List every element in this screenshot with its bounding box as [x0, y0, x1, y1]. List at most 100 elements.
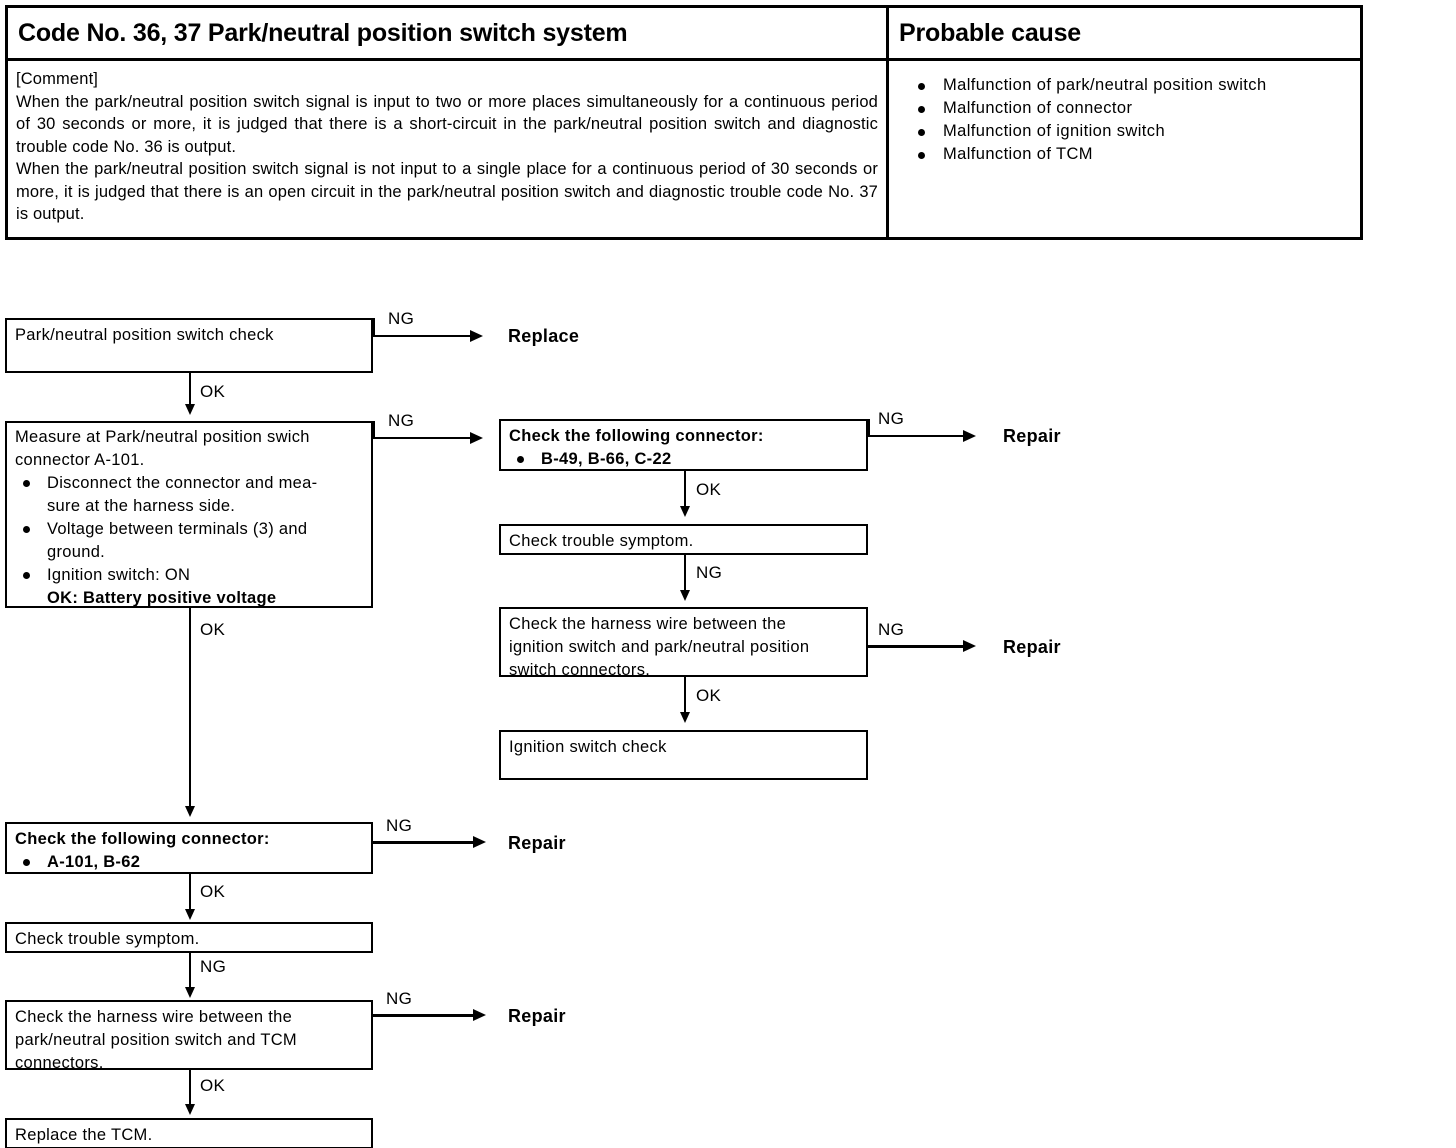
terminal-replace: Replace: [508, 326, 580, 346]
measure-line-1: Measure at Park/neutral position swich: [15, 428, 310, 446]
measure-line-2: connector A-101.: [15, 451, 145, 469]
flow-box-label: Check trouble symptom.: [15, 930, 200, 948]
edge-label-ok-4: OK: [200, 620, 226, 639]
list-item: Ignition switch: ON OK: Battery positive…: [15, 564, 365, 610]
connector-check-left-list: A-101, B-62: [15, 851, 365, 874]
edge-ng-2-line: [373, 437, 471, 439]
harness-right-line-2: ignition switch and park/neutral positio…: [509, 638, 810, 656]
terminal-repair-3: Repair: [508, 833, 566, 853]
flow-box-label: Check trouble symptom.: [509, 532, 694, 550]
edge-ng-2-stub: [373, 421, 375, 439]
edge-ok-6-line: [189, 1070, 191, 1110]
terminal-repair-1: Repair: [1003, 426, 1061, 446]
list-item: B-49, B-66, C-22: [509, 448, 860, 471]
measure-bullet-2a: Voltage between terminals (3) and: [47, 520, 308, 538]
flow-box-connector-check-left: Check the following connector: A-101, B-…: [5, 822, 373, 874]
edge-label-ng-3: NG: [878, 409, 905, 428]
flow-box-park-neutral-switch-check: Park/neutral position switch check: [5, 318, 373, 373]
probable-cause-cell: Malfunction of park/neutral position swi…: [889, 61, 1363, 237]
edge-ng-6-line: [373, 841, 478, 844]
comment-cell: [Comment] When the park/neutral position…: [8, 61, 886, 237]
edge-ok-5-arrowhead: [185, 909, 195, 920]
measure-bullet-3: Ignition switch: ON: [47, 566, 191, 584]
terminal-repair-2: Repair: [1003, 637, 1061, 657]
flow-box-label: Park/neutral position switch check: [15, 326, 274, 344]
edge-ng-5-arrowhead: [963, 640, 976, 652]
edge-ng-1-line: [373, 335, 471, 337]
edge-label-ok-5: OK: [200, 882, 226, 901]
edge-ng-3-arrowhead: [963, 430, 976, 442]
edge-label-ok-6: OK: [200, 1076, 226, 1095]
edge-ok-1-arrowhead: [185, 404, 195, 415]
edge-ng-7-arrowhead: [185, 987, 195, 998]
edge-label-ok-2: OK: [696, 480, 722, 499]
edge-ng-8-line: [373, 1014, 478, 1017]
edge-label-ng-5: NG: [878, 620, 905, 639]
edge-label-ng-8: NG: [386, 989, 413, 1008]
diagnostic-info-table: Code No. 36, 37 Park/neutral position sw…: [5, 5, 1363, 240]
measure-bullet-list: Disconnect the connector and mea- sure a…: [15, 472, 365, 610]
edge-label-ok-3: OK: [696, 686, 722, 705]
edge-ng-6-arrowhead: [473, 836, 486, 848]
table-column-divider: [886, 8, 889, 237]
flow-box-trouble-symptom-right: Check trouble symptom.: [499, 524, 868, 555]
edge-label-ng-4: NG: [696, 563, 723, 582]
flow-box-label: Replace the TCM.: [15, 1126, 153, 1144]
measure-bullet-1a: Disconnect the connector and mea-: [47, 474, 318, 492]
harness-left-line-1: Check the harness wire between the: [15, 1008, 293, 1026]
harness-right-line-1: Check the harness wire between the: [509, 615, 787, 633]
terminal-repair-4: Repair: [508, 1006, 566, 1026]
edge-label-ng-6: NG: [386, 816, 413, 835]
edge-ng-3-stub: [868, 419, 870, 437]
comment-label: [Comment]: [16, 70, 99, 88]
list-item: A-101, B-62: [15, 851, 365, 874]
connector-check-right-list: B-49, B-66, C-22: [509, 448, 860, 471]
measure-ok-line: OK: Battery positive voltage: [47, 589, 277, 607]
edge-ok-4-line: [189, 608, 191, 811]
table-header-code-title: Code No. 36, 37 Park/neutral position sw…: [18, 18, 628, 47]
edge-ng-7-line: [189, 953, 191, 992]
edge-label-ng-2: NG: [388, 411, 415, 430]
edge-ok-5-line: [189, 874, 191, 914]
list-item: Malfunction of TCM: [905, 143, 1355, 166]
edge-ng-4-arrowhead: [680, 590, 690, 601]
edge-ng-5-line: [868, 645, 968, 648]
list-item: Voltage between terminals (3) and ground…: [15, 518, 365, 564]
edge-ok-3-arrowhead: [680, 712, 690, 723]
list-item: Malfunction of connector: [905, 97, 1355, 120]
list-item: Malfunction of park/neutral position swi…: [905, 74, 1355, 97]
comment-paragraph-2: When the park/neutral position switch si…: [16, 160, 878, 223]
measure-bullet-1b: sure at the harness side.: [47, 497, 236, 515]
harness-right-line-3: switch connectors.: [509, 661, 651, 679]
edge-ok-4-arrowhead: [185, 806, 195, 817]
edge-ok-1-line: [189, 373, 191, 409]
measure-bullet-2b: ground.: [47, 543, 106, 561]
flow-box-trouble-symptom-left: Check trouble symptom.: [5, 922, 373, 953]
edge-ok-3-line: [684, 677, 686, 717]
edge-ng-1-stub: [373, 318, 375, 336]
edge-ng-4-line: [684, 555, 686, 595]
connector-check-right-title: Check the following connector:: [509, 427, 764, 445]
edge-label-ok-1: OK: [200, 382, 226, 401]
table-header-probable-cause: Probable cause: [899, 18, 1082, 47]
table-header-divider: [8, 58, 1360, 61]
flow-box-ignition-switch-check: Ignition switch check: [499, 730, 868, 780]
edge-ng-3-line: [868, 435, 965, 437]
flow-box-measure-connector: Measure at Park/neutral position swich c…: [5, 421, 373, 608]
edge-ng-2-arrowhead: [470, 432, 483, 444]
comment-paragraph-1: When the park/neutral position switch si…: [16, 92, 878, 156]
harness-left-line-3: connectors.: [15, 1054, 104, 1072]
harness-left-line-2: park/neutral position switch and TCM: [15, 1031, 297, 1049]
probable-cause-list: Malfunction of park/neutral position swi…: [905, 74, 1355, 166]
connector-check-left-title: Check the following connector:: [15, 830, 270, 848]
list-item: Malfunction of ignition switch: [905, 120, 1355, 143]
flow-box-harness-check-left: Check the harness wire between the park/…: [5, 1000, 373, 1072]
flow-box-harness-check-right: Check the harness wire between the ignit…: [499, 607, 868, 679]
list-item: Disconnect the connector and mea- sure a…: [15, 472, 365, 518]
edge-label-ng-7: NG: [200, 957, 227, 976]
edge-ok-6-arrowhead: [185, 1104, 195, 1115]
edge-ok-2-arrowhead: [680, 506, 690, 517]
flow-box-connector-check-right: Check the following connector: B-49, B-6…: [499, 419, 868, 471]
flow-box-label: Ignition switch check: [509, 738, 667, 756]
